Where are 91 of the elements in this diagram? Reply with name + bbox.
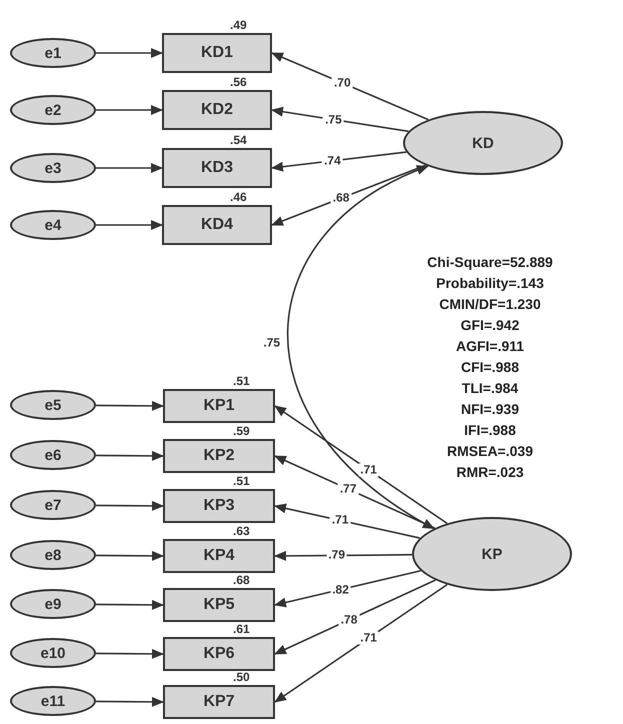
fit-statistic: Chi-Square=52.889 [427,253,553,272]
edge-label: .68 [330,192,352,205]
observed-variable-box [162,90,272,130]
path-arrow [96,220,163,230]
squared-correlation-value: .46 [230,191,247,204]
squared-correlation-value: .49 [230,19,247,32]
variable-name: e9 [44,596,62,612]
path-arrow [271,106,409,132]
variable-name: KP2 [203,447,235,465]
path-arrow [96,48,163,58]
variable-name: KP [482,546,502,562]
path-arrow [96,400,164,411]
observed-variable-box [163,637,275,671]
variable-name: KD4 [200,216,233,234]
variable-name: e6 [44,446,62,464]
variable-name: e3 [44,160,62,176]
edge-label: .70 [332,76,353,90]
variable-name: KP1 [203,397,235,415]
edge-label: .79 [326,548,347,562]
path-arrow [271,151,406,172]
variable-name: e5 [44,396,62,414]
variable-name: e2 [44,102,62,118]
edge-label: .75 [323,113,344,126]
observed-variable-box [163,489,275,523]
variable-name: KP3 [203,497,235,515]
edge-label: .71 [358,632,379,645]
variable-name: KD1 [200,44,233,62]
variable-name: e8 [44,546,62,564]
squared-correlation-value: .51 [233,475,250,488]
variable-name: e11 [40,692,66,710]
variable-name: KP4 [203,547,235,565]
squared-correlation-value: .63 [233,525,250,538]
path-arrow [271,164,426,226]
path-arrow [274,584,448,703]
path-arrow [274,405,448,524]
variable-name: e7 [44,496,62,514]
edge-label: .75 [261,336,282,350]
squared-correlation-value: .56 [230,76,247,89]
observed-variable-box [163,439,275,473]
variable-name: KP7 [203,693,235,711]
variable-name: KD3 [200,159,233,177]
path-arrow [274,570,421,608]
path-arrow [274,579,436,655]
squared-correlation-value: .51 [233,375,250,388]
fit-statistic: RMR=.023 [456,463,524,482]
edge-label: .74 [322,154,343,168]
edge-label: .82 [330,583,351,596]
fit-statistic: GFI=.942 [460,316,520,335]
variable-name: KP6 [203,645,235,663]
squared-correlation-value: .61 [233,623,250,636]
path-arrow [274,455,436,529]
observed-variable-box [163,588,275,622]
fit-statistic: Probability=.143 [436,274,544,293]
fit-statistic: CFI=.988 [461,358,519,377]
path-arrow [96,450,164,461]
fit-statistic: AGFI=.911 [456,337,524,356]
fit-statistic: CMIN/DF=1.230 [439,295,541,314]
fit-statistic: TLI=.984 [462,379,518,398]
observed-variable-box [162,205,272,245]
edge-label: .71 [358,463,379,476]
fit-statistic: IFI=.988 [464,421,516,440]
path-arrow [96,500,164,511]
variable-name: e4 [44,216,62,234]
edge-label: .78 [338,613,360,626]
variable-name: e1 [44,44,62,62]
observed-variable-box [163,389,275,423]
observed-variable-box [163,685,275,719]
path-arrow [96,648,164,659]
squared-correlation-value: .54 [230,134,247,147]
squared-correlation-value: .68 [233,574,250,587]
observed-variable-box [162,33,272,73]
path-arrow [274,550,412,561]
variable-name: e10 [40,644,66,662]
path-arrow [96,550,164,561]
fit-statistic: RMSEA=.039 [447,442,533,461]
fit-statistic: NFI=.939 [461,400,519,419]
squared-correlation-value: .50 [233,671,250,684]
variable-name: KD2 [200,101,233,119]
path-arrow [271,52,429,120]
path-arrow [274,504,420,539]
variable-name: KP5 [203,596,235,614]
observed-variable-box [162,148,272,188]
observed-variable-box [163,539,275,573]
covariance-arrow [287,165,435,530]
path-arrow [96,600,164,610]
squared-correlation-value: .59 [233,425,250,438]
edge-label: .77 [338,482,359,496]
variable-name: KD [472,134,494,152]
path-arrow [96,163,163,173]
path-arrow [96,696,164,707]
path-arrow [96,105,163,115]
